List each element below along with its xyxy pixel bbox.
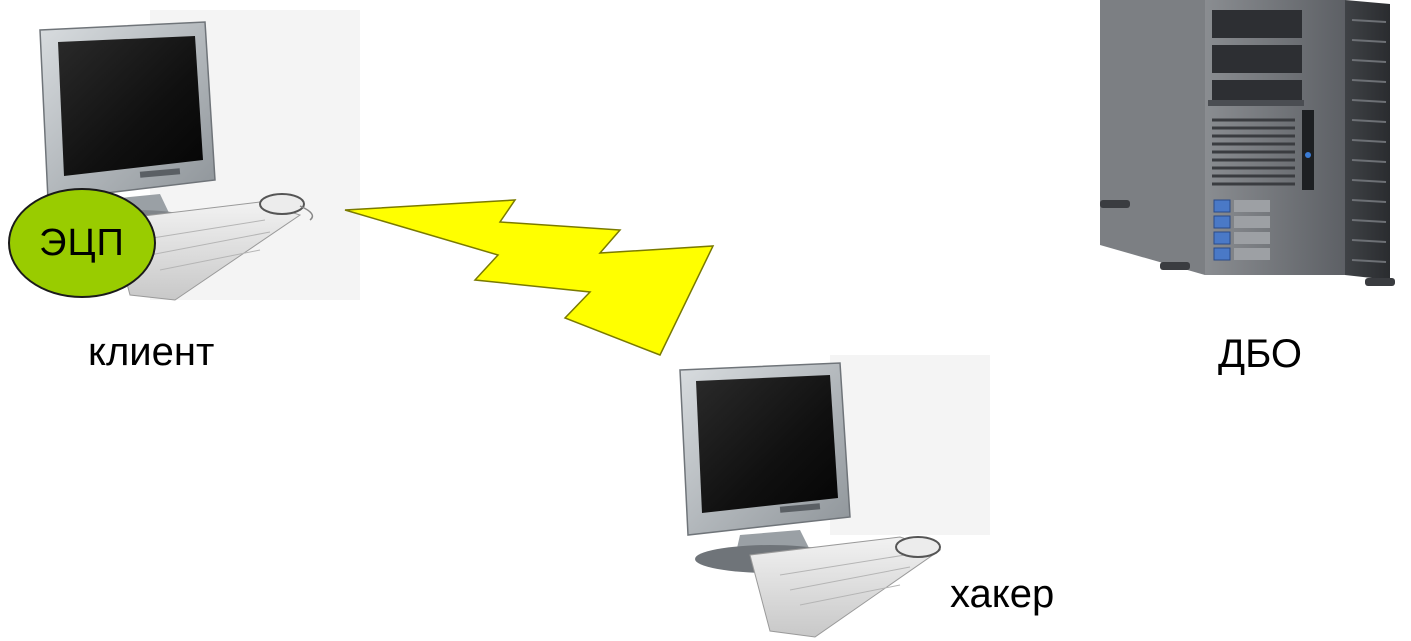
hacker-computer: [640, 355, 1000, 641]
hacker-computer-icon: [640, 355, 1000, 641]
server-icon: [1090, 0, 1411, 290]
server-tower: [1090, 0, 1411, 290]
hacker-label: хакер: [950, 572, 1054, 617]
lightning-bolt-shape: [345, 200, 713, 355]
server-label: ДБО: [1218, 332, 1302, 377]
